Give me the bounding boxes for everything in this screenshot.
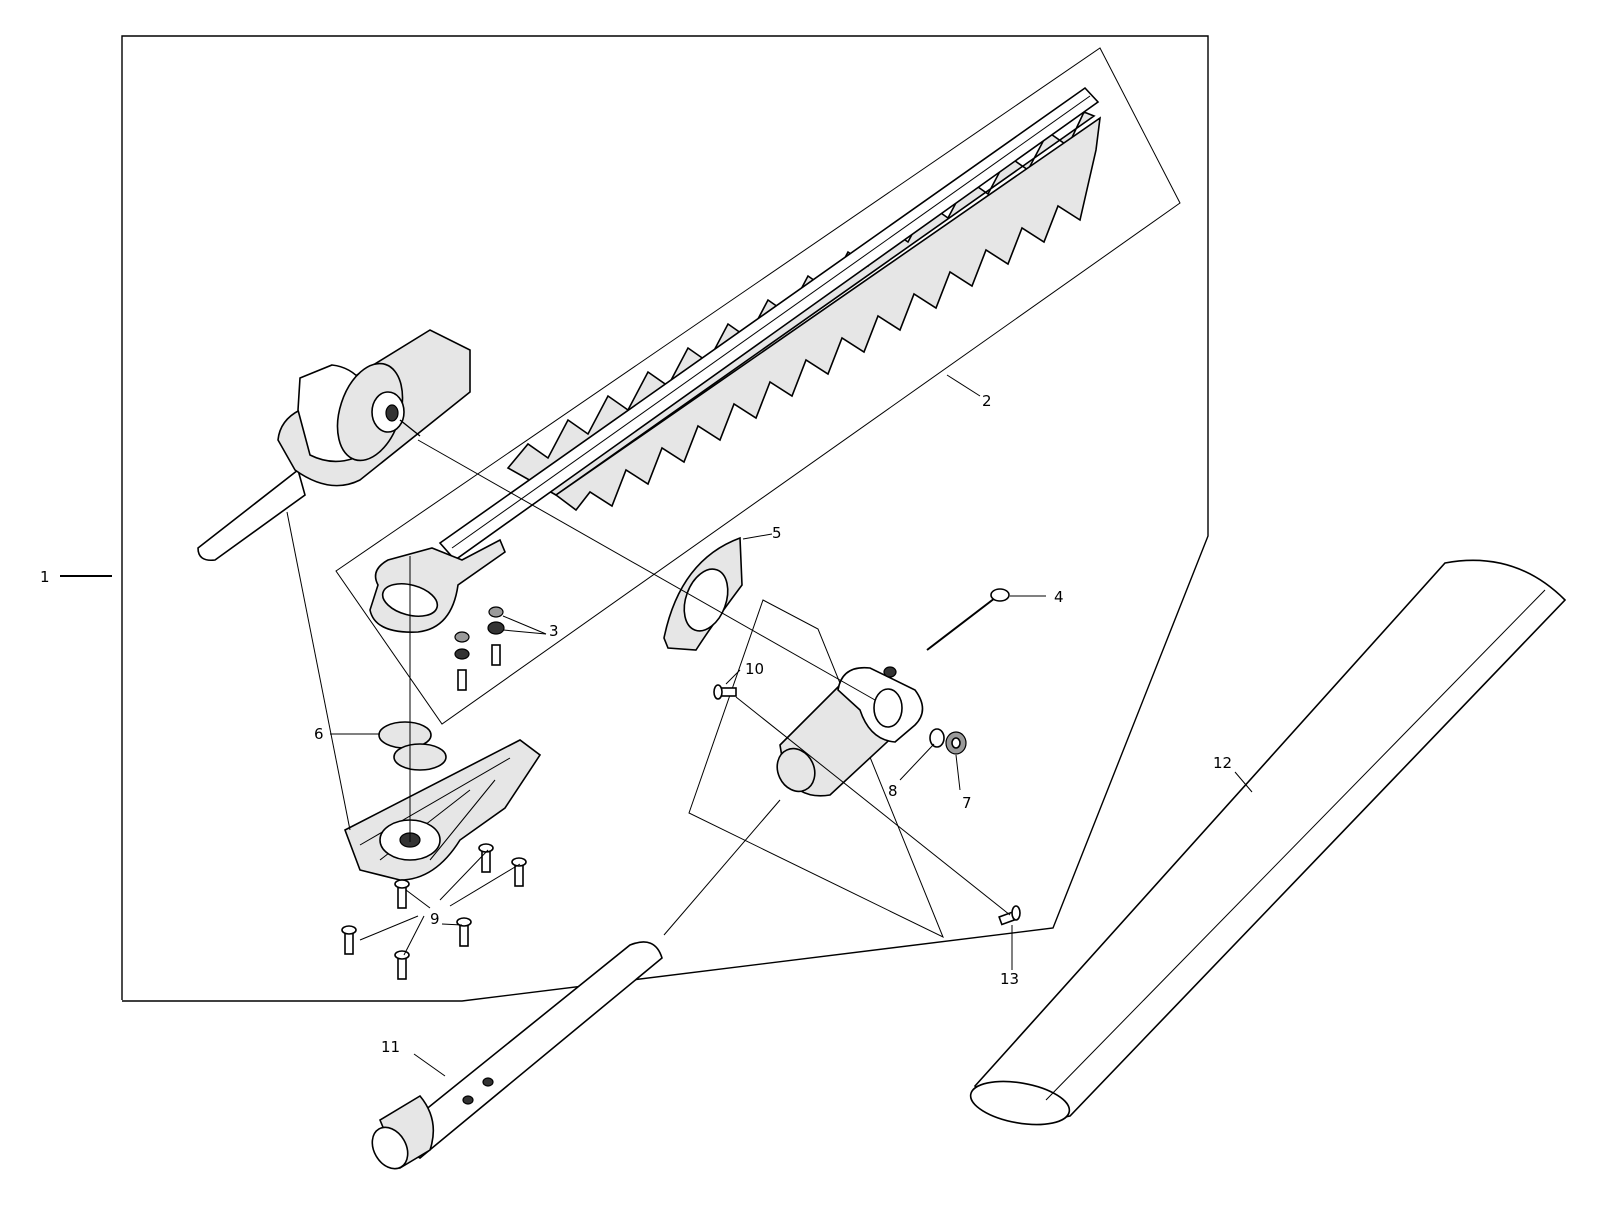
ring-part-5 — [663, 536, 743, 651]
callout-1: 1 — [40, 568, 50, 586]
sheath-part-12 — [969, 559, 1567, 1126]
callout-10: 10 — [745, 660, 764, 678]
gearbox-housing — [197, 329, 471, 562]
callout-12: 12 — [1213, 754, 1232, 772]
callout-13: 13 — [1000, 970, 1019, 988]
callout-6: 6 — [314, 725, 324, 743]
base-plate — [341, 556, 542, 980]
callout-3: 3 — [549, 622, 559, 640]
callout-4: 4 — [1054, 588, 1064, 606]
blade-part-2 — [369, 86, 1102, 691]
shaft-part-11 — [371, 941, 663, 1170]
assembly-1-frame — [121, 35, 1209, 1002]
coupler-housing — [713, 588, 1021, 926]
callout-5: 5 — [772, 524, 782, 542]
callout-7: 7 — [962, 794, 972, 812]
callout-9: 9 — [430, 910, 440, 928]
gear-part-6-lower — [393, 743, 447, 771]
callout-8: 8 — [888, 782, 898, 800]
blade-teeth-lower — [554, 116, 1102, 512]
leader-lines — [60, 374, 1253, 1077]
callout-2: 2 — [982, 392, 992, 410]
assembly-2-frame — [335, 47, 1181, 725]
callout-11: 11 — [381, 1038, 400, 1056]
